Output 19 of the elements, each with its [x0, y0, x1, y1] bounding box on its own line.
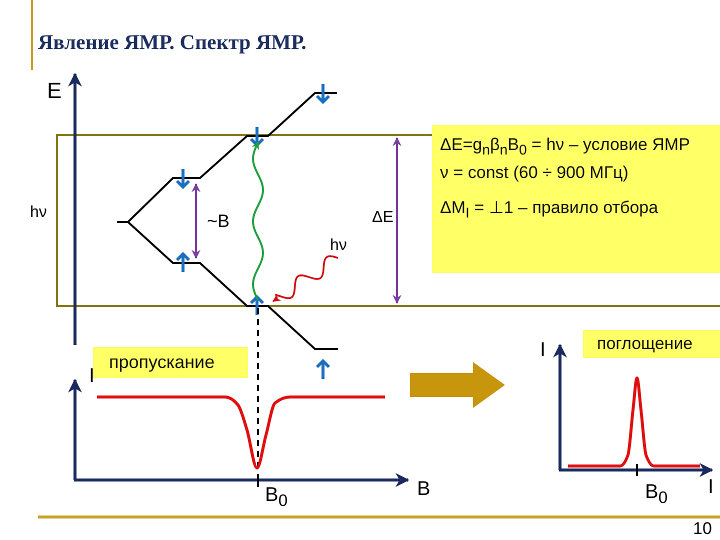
formula-text: ΔM$_{I}$ = ⊥1 – правило отбора [440, 198, 660, 222]
formula-text: ν = const (60 ÷ 900 МГц) [440, 163, 630, 184]
axis-label: B [417, 479, 430, 499]
axis-label: E [47, 80, 62, 102]
axis-label: I [708, 477, 714, 497]
page-number: 10 [693, 520, 712, 537]
formula-label: ~B [207, 212, 230, 230]
title: Явление ЯМР. Спектр ЯМР. [38, 30, 306, 55]
formula-label: ΔE [372, 210, 394, 226]
formula-label: hν [330, 238, 347, 254]
axis-label: B$_{0}$ [645, 482, 668, 507]
transmission-label: пропускание [93, 347, 248, 378]
formula-box [432, 125, 720, 273]
axis-label: B$_{0}$ [265, 485, 288, 510]
formula-text: ΔE=g$_{n}$β$_{n}$B$_{0}$ = hν – условие ЯМР [440, 135, 691, 160]
formula-label: hν [30, 205, 47, 221]
absorption-label: поглощение [583, 330, 720, 358]
axis-label: I [540, 340, 546, 360]
axis-label: I [89, 366, 95, 386]
